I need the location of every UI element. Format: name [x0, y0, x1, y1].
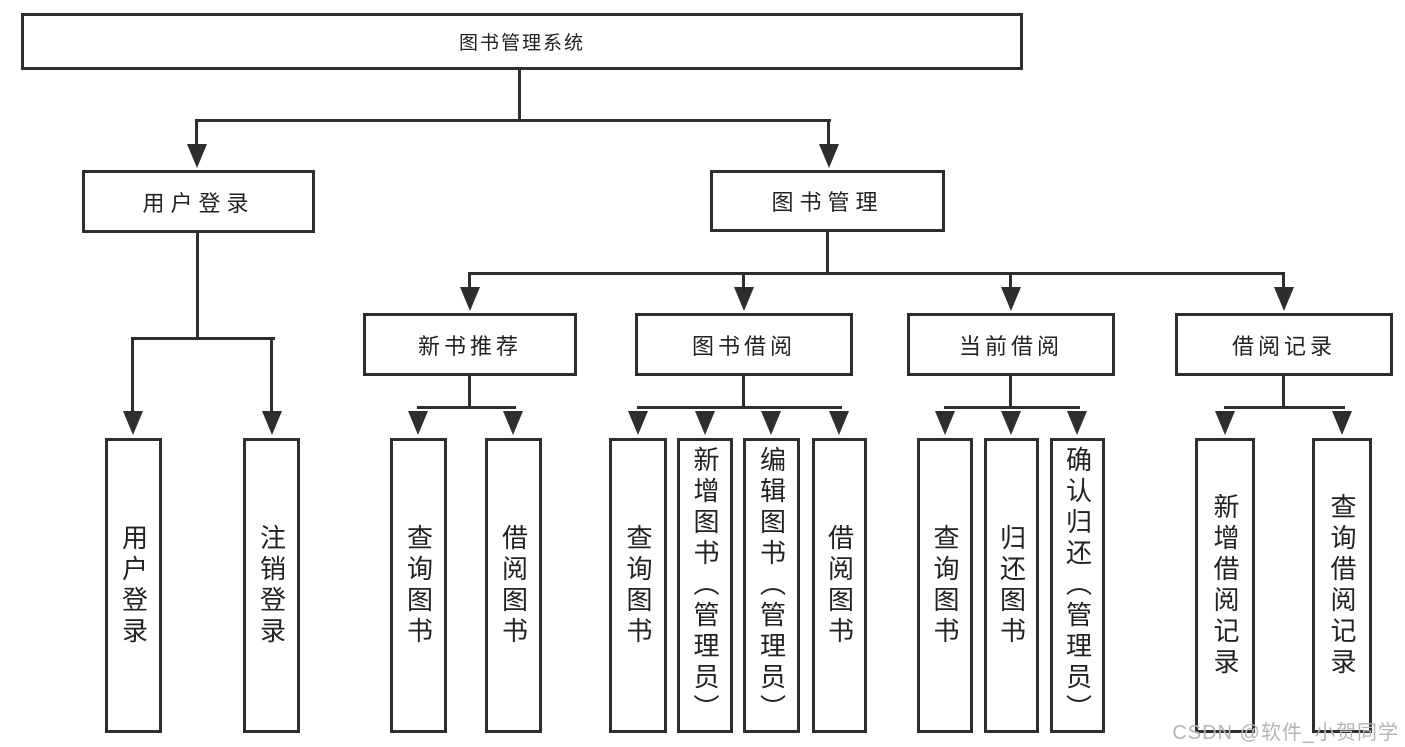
- leaf-borrow-book-recommend: 借阅图书: [485, 438, 542, 733]
- connector-line: [518, 70, 521, 122]
- node-new-book-recommend: 新书推荐: [363, 313, 577, 376]
- leaf-confirm-return-admin: 确认归还（管理员）: [1050, 438, 1105, 733]
- node-label: 借阅图书: [498, 523, 529, 648]
- node-label: 查询图书: [930, 523, 960, 648]
- connector-line: [1282, 272, 1285, 290]
- connector-line: [1224, 406, 1345, 409]
- leaf-query-books-current: 查询图书: [917, 438, 973, 733]
- node-book-borrow: 图书借阅: [635, 313, 853, 376]
- node-label: 新增图书（管理员）: [690, 446, 720, 725]
- connector-line: [827, 119, 830, 147]
- leaf-user-login: 用户登录: [105, 438, 162, 733]
- leaf-add-book-admin: 新增图书（管理员）: [677, 438, 733, 733]
- arrowhead-down-icon: [1067, 411, 1087, 435]
- arrowhead-down-icon: [123, 411, 143, 435]
- node-label: 借阅记录: [1231, 333, 1336, 359]
- leaf-query-borrow-record: 查询借阅记录: [1312, 438, 1372, 733]
- connector-line: [131, 337, 134, 412]
- node-label: 图书管理系统: [458, 33, 585, 54]
- leaf-return-book: 归还图书: [984, 438, 1039, 733]
- node-label: 查询图书: [623, 523, 653, 648]
- leaf-add-borrow-record: 新增借阅记录: [1195, 438, 1255, 733]
- connector-line: [1009, 376, 1012, 409]
- arrowhead-down-icon: [935, 411, 955, 435]
- arrowhead-down-icon: [695, 411, 715, 435]
- node-current-borrow: 当前借阅: [907, 313, 1115, 376]
- connector-line: [1009, 272, 1012, 290]
- watermark: CSDN @软件_小贺同学: [1172, 722, 1399, 744]
- arrowhead-down-icon: [829, 411, 849, 435]
- connector-line: [742, 272, 745, 290]
- node-label: 用户登录: [118, 523, 149, 648]
- node-label: 新增借阅记录: [1210, 492, 1240, 679]
- arrowhead-down-icon: [262, 411, 282, 435]
- node-label: 图书管理: [771, 190, 884, 215]
- arrowhead-down-icon: [187, 144, 207, 168]
- arrowhead-down-icon: [819, 144, 839, 168]
- arrowhead-down-icon: [761, 411, 781, 435]
- node-book-management: 图书管理: [710, 170, 945, 232]
- node-label: 编辑图书（管理员）: [756, 446, 787, 725]
- leaf-query-books-borrow: 查询图书: [609, 438, 667, 733]
- arrowhead-down-icon: [628, 411, 648, 435]
- arrowhead-down-icon: [734, 287, 754, 311]
- connector-line: [196, 231, 199, 340]
- node-label: 用户登录: [142, 190, 255, 216]
- connector-line: [195, 119, 198, 147]
- arrowhead-down-icon: [503, 411, 523, 435]
- node-library-management-system: 图书管理系统: [21, 13, 1023, 70]
- node-label: 归还图书: [996, 523, 1027, 648]
- connector-line: [270, 337, 273, 412]
- arrowhead-down-icon: [460, 287, 480, 311]
- leaf-query-books-recommend: 查询图书: [390, 438, 447, 733]
- node-label: 当前借阅: [958, 333, 1063, 359]
- connector-line: [131, 337, 275, 340]
- node-label: 查询借阅记录: [1327, 492, 1357, 679]
- leaf-logout: 注销登录: [243, 438, 300, 733]
- node-borrow-records: 借阅记录: [1175, 313, 1393, 376]
- connector-line: [417, 406, 516, 409]
- arrowhead-down-icon: [1001, 287, 1021, 311]
- node-user-login: 用户登录: [82, 170, 315, 233]
- connector-line: [944, 406, 1080, 409]
- arrowhead-down-icon: [1215, 411, 1235, 435]
- connector-line: [1282, 376, 1285, 409]
- arrowhead-down-icon: [1332, 411, 1352, 435]
- connector-line: [468, 272, 1285, 275]
- arrowhead-down-icon: [408, 411, 428, 435]
- connector-line: [468, 376, 471, 409]
- node-label: 新书推荐: [417, 333, 522, 359]
- connector-line: [468, 272, 471, 290]
- node-label: 借阅图书: [824, 523, 855, 648]
- connector-line: [742, 376, 745, 409]
- node-label: 确认归还（管理员）: [1062, 446, 1093, 725]
- connector-line: [826, 232, 829, 275]
- connector-line: [637, 406, 842, 409]
- node-label: 注销登录: [256, 523, 287, 648]
- connector-line: [196, 119, 831, 122]
- leaf-borrow-book: 借阅图书: [812, 438, 867, 733]
- arrowhead-down-icon: [1001, 411, 1021, 435]
- arrowhead-down-icon: [1274, 287, 1294, 311]
- node-label: 查询图书: [403, 523, 434, 648]
- node-label: 图书借阅: [691, 333, 796, 359]
- leaf-edit-book-admin: 编辑图书（管理员）: [743, 438, 800, 733]
